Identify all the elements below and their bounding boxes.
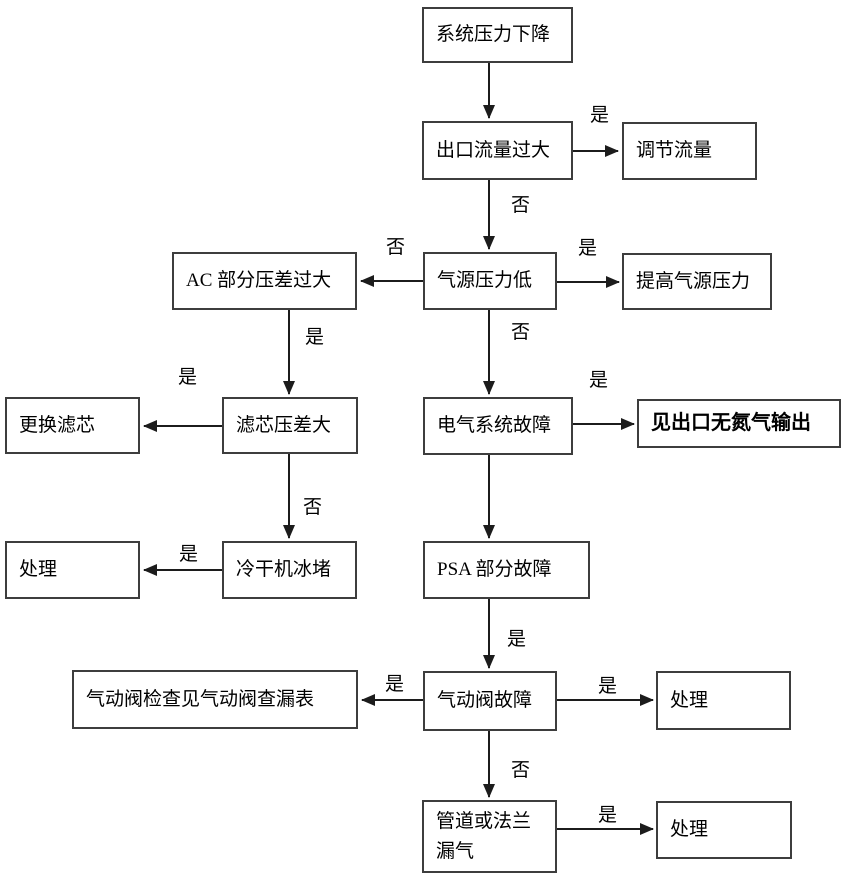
node-dryer-ice-block: 冷干机冰堵 [222,541,357,599]
node-electrical-fault: 电气系统故障 [423,397,573,455]
node-adjust-flow: 调节流量 [622,122,757,180]
edge-label-no: 否 [386,237,406,258]
edge-label-no: 否 [511,322,531,343]
edge-label-no: 否 [511,195,531,216]
node-see-no-nitrogen-output: 见出口无氮气输出 [637,399,841,448]
node-pneumatic-valve-fault: 气动阀故障 [423,671,557,731]
node-outlet-flow-too-high: 出口流量过大 [422,121,573,180]
edge-label-yes: 是 [589,370,609,391]
node-handle-1: 处理 [5,541,140,599]
node-pipe-flange-leak: 管道或法兰 漏气 [422,800,557,873]
edge-label-no: 否 [511,760,531,781]
node-psa-section-fault: PSA 部分故障 [423,541,590,599]
node-filter-pressure-diff: 滤芯压差大 [222,397,358,454]
edge-label-yes: 是 [178,367,198,388]
edge-label-yes: 是 [578,238,598,259]
node-replace-filter: 更换滤芯 [5,397,140,454]
edge-label-yes: 是 [507,629,527,650]
edge-label-no: 否 [303,497,323,518]
edge-label-yes: 是 [590,105,610,126]
node-system-pressure-drop: 系统压力下降 [422,7,573,63]
edge-label-yes: 是 [598,676,618,697]
node-handle-3: 处理 [656,801,792,859]
arrow-lines [143,63,654,835]
node-handle-2: 处理 [656,671,791,730]
edge-label-yes: 是 [305,327,325,348]
edge-label-yes: 是 [385,674,405,695]
node-valve-check-table: 气动阀检查见气动阀查漏表 [72,670,358,729]
node-ac-pressure-diff-high: AC 部分压差过大 [172,252,357,310]
edge-label-yes: 是 [598,805,618,826]
node-source-pressure-low: 气源压力低 [423,252,557,310]
edge-label-yes: 是 [179,544,199,565]
node-raise-source-pressure: 提高气源压力 [622,253,772,310]
